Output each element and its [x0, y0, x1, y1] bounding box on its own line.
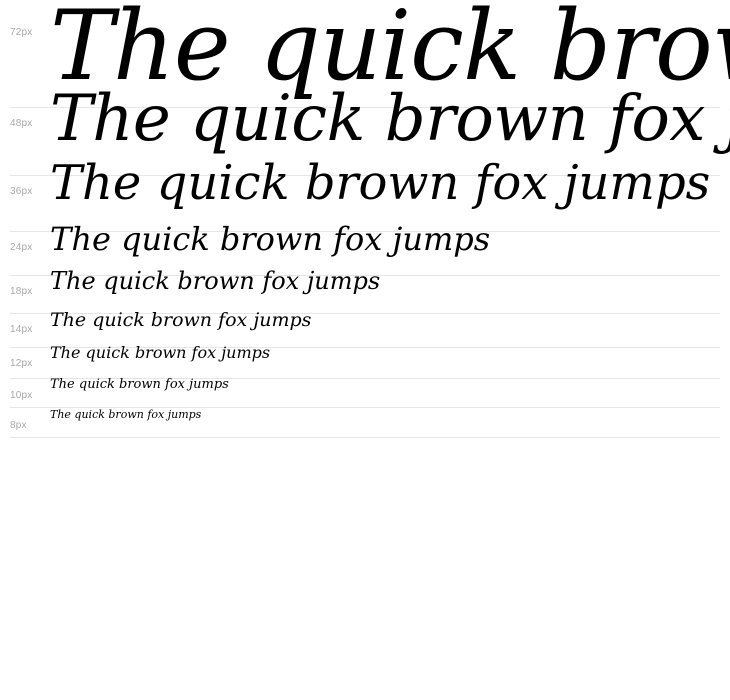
size-row-12: 12px The quick brown fox jumps [10, 343, 720, 379]
sample-text: The quick brown fox jumps [50, 377, 229, 392]
sample-text: The quick brown fox jumps [50, 0, 730, 102]
size-row-10: 10px The quick brown fox jumps [10, 378, 720, 408]
size-row-18: 18px The quick brown fox jumps [10, 269, 720, 314]
sample-text: The quick brown fox jumps [50, 267, 381, 295]
size-row-24: 24px The quick brown fox jumps [10, 223, 720, 276]
size-label: 24px [10, 242, 33, 253]
size-row-48: 48px The quick brown fox jumps [10, 87, 730, 176]
sample-text: The quick brown fox jumps [50, 309, 312, 331]
size-row-14: 14px The quick brown fox jumps [10, 309, 720, 348]
size-label: 48px [10, 118, 33, 129]
size-label: 12px [10, 358, 33, 369]
size-label: 14px [10, 324, 33, 335]
sample-text: The quick brown fox jumps [50, 408, 202, 421]
size-row-72: 72px The quick brown fox jumps [10, 0, 730, 108]
size-label: 18px [10, 286, 33, 297]
sample-text: The quick brown fox jumps [50, 343, 271, 362]
size-row-36: 36px The quick brown fox jumps [10, 159, 720, 232]
sample-text: The quick brown fox jumps [50, 155, 711, 211]
sample-text: The quick brown fox jumps [50, 220, 491, 258]
size-label: 36px [10, 186, 33, 197]
size-label: 10px [10, 390, 33, 401]
size-row-8: 8px The quick brown fox jumps [10, 407, 720, 438]
sample-text: The quick brown fox jumps [50, 82, 730, 156]
size-label: 72px [10, 27, 33, 38]
size-label: 8px [10, 420, 27, 431]
